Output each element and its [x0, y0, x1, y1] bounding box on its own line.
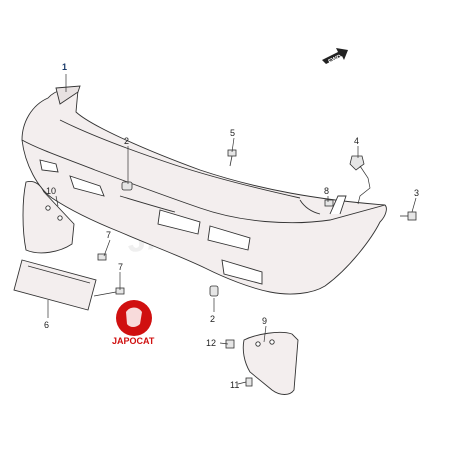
mud-flap-left [22, 181, 75, 254]
clip-8 [324, 199, 334, 207]
callout-2-lower: 2 [210, 314, 215, 324]
callout-12: 12 [206, 338, 216, 348]
rear-bumper [21, 85, 387, 295]
callout-1: 1 [62, 62, 67, 72]
callout-5: 5 [230, 128, 235, 138]
leader-lines [47, 74, 417, 385]
callout-10: 10 [46, 186, 56, 196]
license-plate-bracket [13, 259, 97, 311]
callout-8: 8 [324, 186, 329, 196]
mud-flap-right [242, 331, 299, 395]
forward-arrow-icon: FWD [322, 48, 348, 65]
callout-7-lower: 7 [118, 262, 123, 272]
forward-label: FWD [328, 54, 344, 65]
nut-4 [349, 155, 365, 171]
callout-11: 11 [230, 380, 239, 390]
screw-5 [227, 149, 237, 167]
callout-9: 9 [262, 316, 267, 326]
callout-6: 6 [44, 320, 49, 330]
callout-3: 3 [414, 188, 419, 198]
screw-7a [97, 253, 107, 261]
logo-emblem-icon [126, 307, 142, 327]
screw-11 [245, 377, 253, 387]
callout-4: 4 [354, 136, 359, 146]
logo-brand-text: JAPOCAT [112, 336, 155, 346]
callout-7-upper: 7 [106, 230, 111, 240]
japocat-logo: JAPOCAT [112, 300, 155, 346]
clip-2b [209, 285, 219, 297]
clip-2a [121, 181, 133, 191]
callout-2-upper: 2 [124, 136, 129, 146]
bolt-3 [400, 211, 417, 221]
